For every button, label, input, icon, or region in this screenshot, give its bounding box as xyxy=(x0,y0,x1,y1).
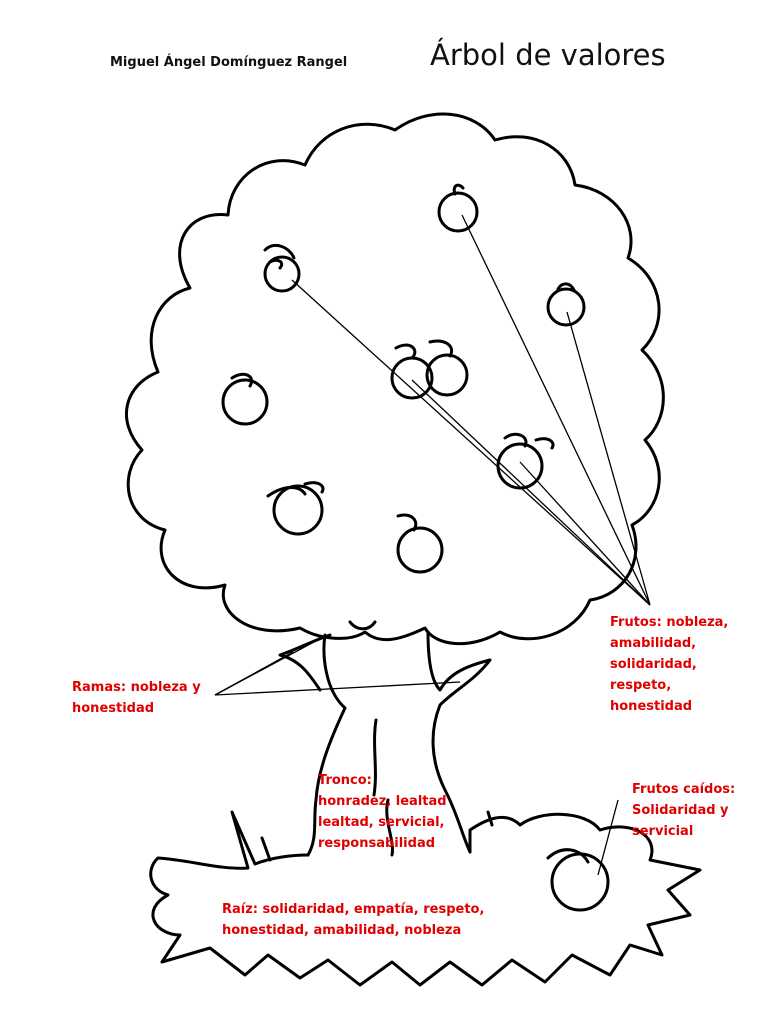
label-frutos-line: Frutos: nobleza, xyxy=(610,615,729,630)
apple-icon-2 xyxy=(263,244,301,293)
apple-icon-6 xyxy=(496,432,555,490)
label-frutos-caidos-line: Frutos caídos: xyxy=(632,782,736,797)
arrow-frutos-2 xyxy=(566,311,651,606)
label-tronco-line: lealtad, servicial, xyxy=(318,815,445,830)
label-frutos-caidos: Frutos caídos: Solidaridad y servicial xyxy=(632,779,735,842)
grass-tuft-2 xyxy=(486,810,494,827)
author-name: Miguel Ángel Domínguez Rangel xyxy=(110,55,348,70)
tree-trunk-right xyxy=(426,630,492,854)
ground xyxy=(149,810,702,987)
label-raiz-line: Raíz: solidaridad, empatía, respeto, xyxy=(222,902,485,917)
label-ramas: Ramas: nobleza y honestidad xyxy=(72,677,201,719)
label-frutos-line: amabilidad, xyxy=(610,636,697,651)
label-tronco-line: honradez, lealtad xyxy=(318,794,447,809)
apple-icon-7 xyxy=(266,481,325,536)
arrow-ramas-2 xyxy=(214,635,326,696)
label-tronco-line: Tronco: xyxy=(318,773,372,788)
fallen-apple-icon xyxy=(546,848,610,912)
tree-branch-left xyxy=(278,633,332,692)
arrow-frutos-5 xyxy=(519,461,651,606)
label-frutos-line: solidaridad, xyxy=(610,657,697,672)
trunk-crack-2 xyxy=(385,798,394,857)
apple-icon-4 xyxy=(390,339,469,400)
arrow-frutos-4 xyxy=(411,379,651,606)
trunk-crack-1 xyxy=(372,718,378,797)
label-tronco-line: responsabilidad xyxy=(318,836,436,851)
apple-icon-3 xyxy=(546,282,586,327)
arrow-ramas-3 xyxy=(214,681,461,696)
arrow-frutos-caidos xyxy=(597,799,619,876)
canopy-notch xyxy=(348,620,377,631)
tree-canopy xyxy=(125,112,665,646)
page-title: Árbol de valores xyxy=(430,38,666,72)
label-frutos-caidos-line: servicial xyxy=(632,824,694,839)
label-frutos-caidos-line: Solidaridad y xyxy=(632,803,729,818)
arrow-frutos-3 xyxy=(291,279,651,606)
label-frutos-line: honestidad xyxy=(610,699,693,714)
label-ramas-line: Ramas: nobleza y xyxy=(72,680,201,695)
label-ramas-line: honestidad xyxy=(72,701,155,716)
arrow-frutos-1 xyxy=(461,214,651,606)
apple-icon-1 xyxy=(437,183,479,233)
grass-tuft-1 xyxy=(260,836,272,862)
label-frutos-line: respeto, xyxy=(610,678,672,693)
label-raiz-line: honestidad, amabilidad, nobleza xyxy=(222,923,462,938)
apple-icon-8 xyxy=(396,513,444,574)
tree-trunk-left xyxy=(306,633,347,857)
label-tronco: Tronco: honradez, lealtad lealtad, servi… xyxy=(318,770,447,854)
label-frutos: Frutos: nobleza, amabilidad, solidaridad… xyxy=(610,612,728,717)
apple-icon-5 xyxy=(221,372,269,426)
pointer-lines xyxy=(214,214,651,876)
label-raiz: Raíz: solidaridad, empatía, respeto, hon… xyxy=(222,899,484,941)
